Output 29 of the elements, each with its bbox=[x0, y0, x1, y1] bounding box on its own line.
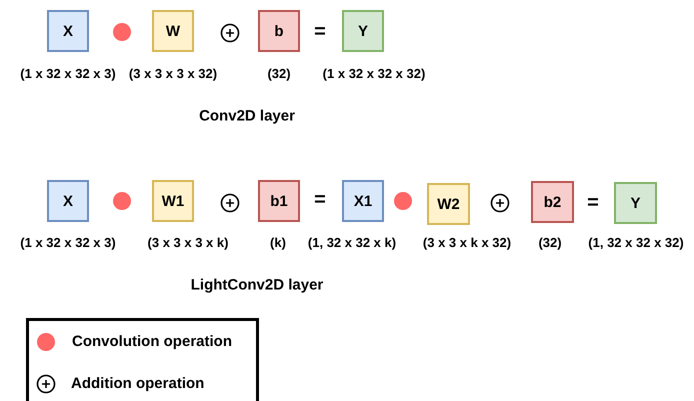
shape-label: (32) bbox=[538, 235, 562, 250]
shape-label: (1, 32 x 32 x 32) bbox=[588, 235, 684, 250]
equals-sign: = bbox=[314, 20, 326, 44]
tensor-box: Y bbox=[614, 182, 657, 224]
tensor-box: W bbox=[152, 10, 194, 52]
shape-label: (3 x 3 x 3 x 32) bbox=[128, 66, 218, 81]
shape-label: (1 x 32 x 32 x 32) bbox=[322, 66, 426, 81]
shape-label: (3 x 3 x 3 x k) bbox=[148, 235, 228, 250]
tensor-box: Y bbox=[342, 10, 384, 52]
layer-title: LightConv2D layer bbox=[190, 276, 324, 294]
tensor-box: X1 bbox=[342, 180, 384, 222]
legend-label: Convolution operation bbox=[72, 333, 232, 350]
shape-label: (3 x 3 x k x 32) bbox=[422, 235, 512, 250]
equals-sign: = bbox=[587, 192, 599, 214]
tensor-box: b1 bbox=[258, 180, 300, 222]
shape-label: (k) bbox=[270, 235, 286, 250]
shape-label: (1 x 32 x 32 x 3) bbox=[20, 66, 116, 81]
tensor-box: X bbox=[47, 10, 89, 52]
equals-sign: = bbox=[314, 188, 326, 212]
tensor-box: W2 bbox=[427, 183, 470, 225]
shape-label: (1 x 32 x 32 x 3) bbox=[20, 235, 116, 250]
shape-label: (32) bbox=[267, 66, 291, 81]
layer-title: Conv2D layer bbox=[199, 108, 295, 124]
tensor-box: b bbox=[258, 10, 300, 52]
shape-label: (1, 32 x 32 x k) bbox=[308, 235, 396, 250]
tensor-box: X bbox=[47, 180, 89, 222]
tensor-box: W1 bbox=[152, 180, 194, 222]
tensor-box: b2 bbox=[531, 181, 574, 223]
legend-label: Addition operation bbox=[71, 375, 204, 392]
